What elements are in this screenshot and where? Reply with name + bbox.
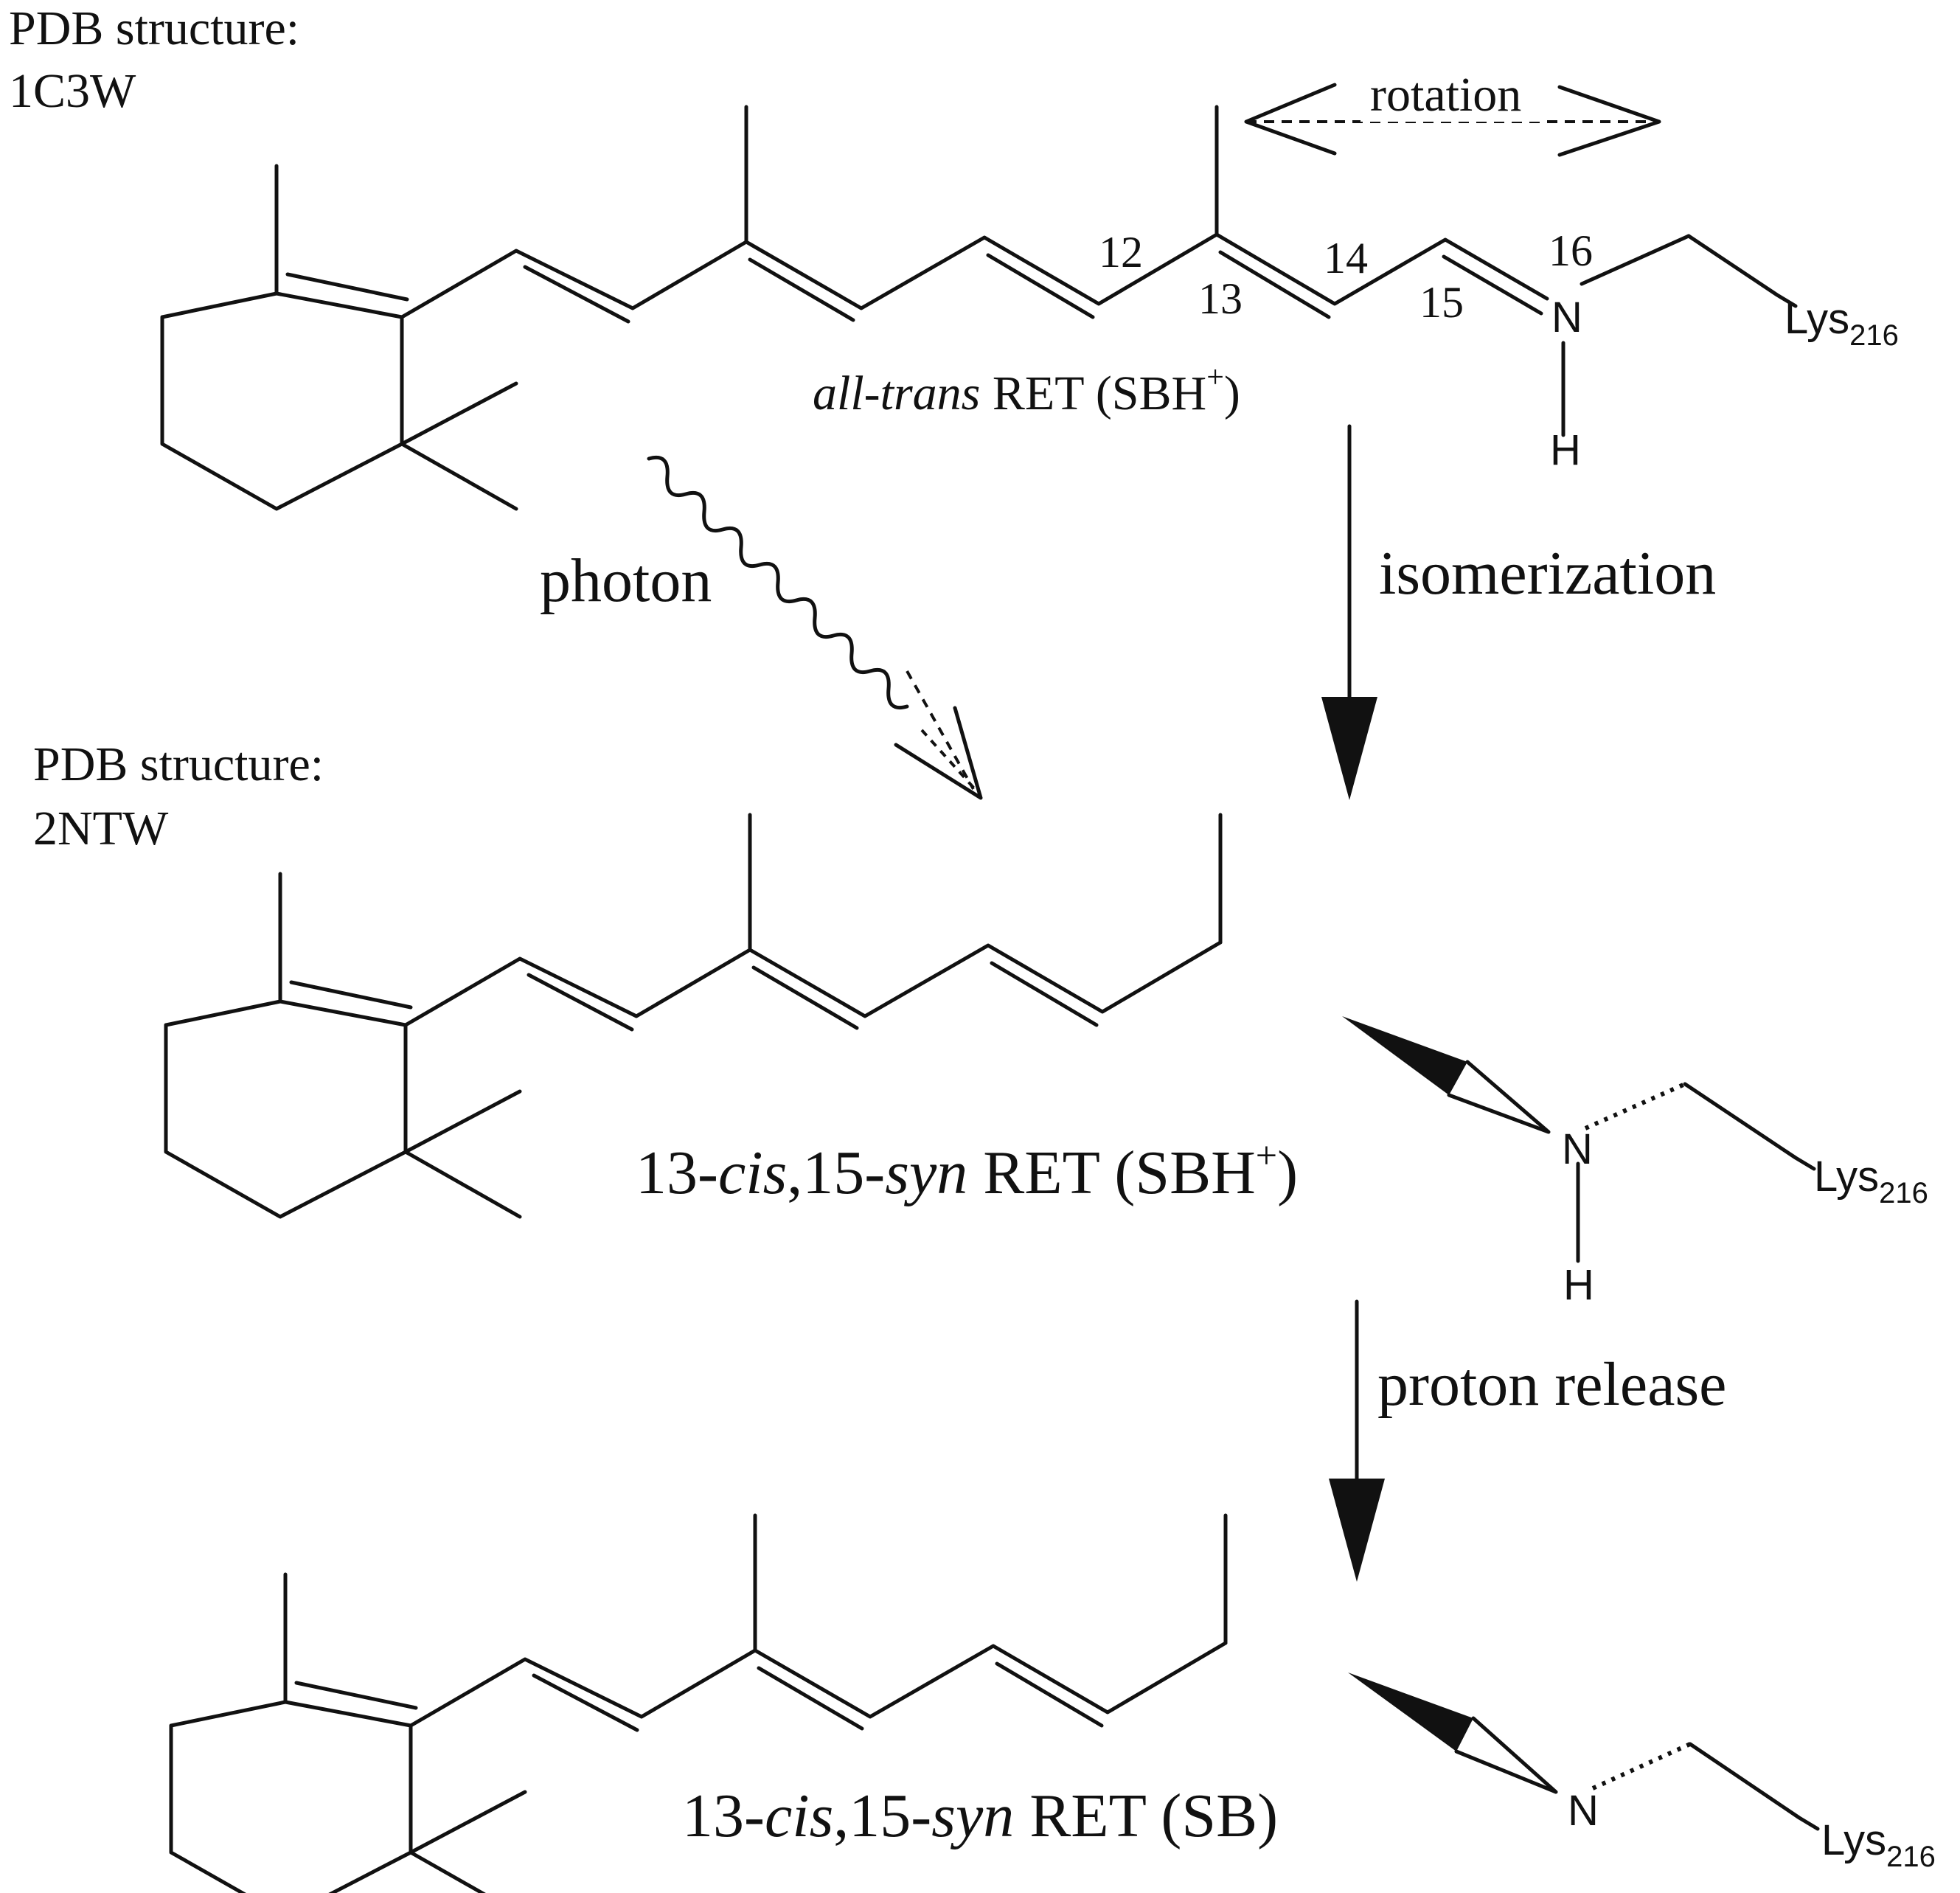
carbon-number-13: 13 [1198, 274, 1243, 323]
all-trans-retinal-structure: N H Lys216 12 13 14 15 16 all-trans RET … [162, 107, 1899, 509]
pdb-top-prefix: PDB structure: [9, 1, 299, 55]
pdb-mid-id: 2NTW [33, 802, 169, 855]
pdb-top-id: 1C3W [9, 64, 136, 118]
carbon-number-15: 15 [1419, 278, 1464, 327]
top-molecule-name: all-trans RET (SBH+) [813, 361, 1240, 420]
schiff-base-chain [1214, 232, 1798, 437]
isomerization-arrow: isomerization [1321, 424, 1716, 800]
hydrogen-atom-label: H [1563, 1261, 1594, 1309]
photon-arrow: photon [540, 456, 983, 800]
schiff-base-chain [1342, 1016, 1816, 1263]
rotation-label: rotation [1370, 68, 1521, 122]
middle-molecule-name: 13-cis,15-syn RET (SBH+) [636, 1135, 1298, 1207]
nitrogen-atom-label: N [1568, 1787, 1599, 1835]
proton-release-label: proton release [1377, 1350, 1726, 1419]
schiff-base-chain [1348, 1673, 1820, 1831]
isomerization-label: isomerization [1379, 539, 1716, 608]
lysine-label: Lys216 [1784, 295, 1899, 352]
carbon-number-12: 12 [1099, 228, 1143, 277]
bottom-molecule-name: 13-cis,15-syn RET (SB) [682, 1782, 1278, 1850]
carbon-number-16: 16 [1549, 226, 1593, 275]
13-cis-15-syn-sb-structure: N Lys216 13-cis,15-syn RET (SB) [171, 1515, 1936, 1893]
lysine-label: Lys216 [1814, 1153, 1928, 1209]
lysine-label: Lys216 [1821, 1816, 1936, 1873]
13-cis-15-syn-sbh-structure: N H Lys216 13-cis,15-syn RET (SBH+) [166, 815, 1928, 1309]
rotation-arrow: rotation [1244, 68, 1661, 157]
nitrogen-atom-label: N [1551, 293, 1582, 341]
hydrogen-atom-label: H [1550, 426, 1581, 474]
proton-release-arrow: proton release [1329, 1299, 1726, 1582]
photon-label: photon [540, 546, 712, 615]
nitrogen-atom-label: N [1562, 1125, 1593, 1173]
carbon-number-14: 14 [1324, 234, 1368, 282]
pdb-mid-prefix: PDB structure: [33, 737, 324, 791]
